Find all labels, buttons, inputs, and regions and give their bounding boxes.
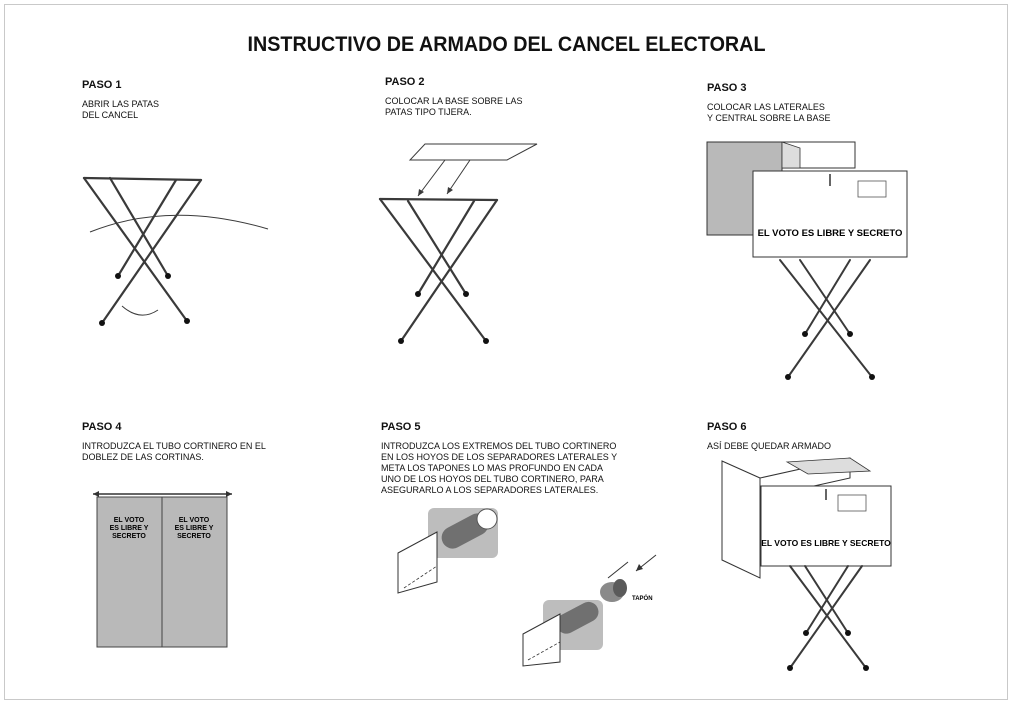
page-frame xyxy=(4,4,1008,700)
step-5-heading: PASO 5 xyxy=(381,421,421,433)
step-6-text: ASÍ DEBE QUEDAR ARMADO xyxy=(707,441,832,451)
page-title: INSTRUCTIVO DE ARMADO DEL CANCEL ELECTOR… xyxy=(247,33,766,56)
step-5: PASO 5 INTRODUZCA LOS EXTREMOS DEL TUBO … xyxy=(381,421,617,496)
step-2-heading: PASO 2 xyxy=(385,76,425,88)
cap-label: TAPÓN xyxy=(632,594,653,602)
step-4: PASO 4 INTRODUZCA EL TUBO CORTINERO EN E… xyxy=(82,421,266,463)
step-1: PASO 1 ABRIR LAS PATAS DEL CANCEL xyxy=(82,79,159,121)
step-1-text: ABRIR LAS PATAS DEL CANCEL xyxy=(82,99,160,120)
step-3-text: COLOCAR LAS LATERALES Y CENTRAL SOBRE LA… xyxy=(707,102,831,123)
step-4-text: INTRODUZCA EL TUBO CORTINERO EN EL DOBLE… xyxy=(82,441,266,462)
step-2-text: COLOCAR LA BASE SOBRE LAS PATAS TIPO TIJ… xyxy=(385,96,523,117)
step-4-heading: PASO 4 xyxy=(82,421,122,433)
step-6: PASO 6 ASÍ DEBE QUEDAR ARMADO xyxy=(707,421,831,452)
step-5-text: INTRODUZCA LOS EXTREMOS DEL TUBO CORTINE… xyxy=(381,441,618,495)
step-1-heading: PASO 1 xyxy=(82,79,122,91)
step-3-sign-text: EL VOTO ES LIBRE Y SECRETO xyxy=(758,228,903,239)
step-3: PASO 3 COLOCAR LAS LATERALES Y CENTRAL S… xyxy=(707,82,831,124)
step-3-heading: PASO 3 xyxy=(707,82,747,94)
step-6-heading: PASO 6 xyxy=(707,421,747,433)
step-2: PASO 2 COLOCAR LA BASE SOBRE LAS PATAS T… xyxy=(385,76,523,118)
step-6-sign-text: EL VOTO ES LIBRE Y SECRETO xyxy=(761,538,891,548)
